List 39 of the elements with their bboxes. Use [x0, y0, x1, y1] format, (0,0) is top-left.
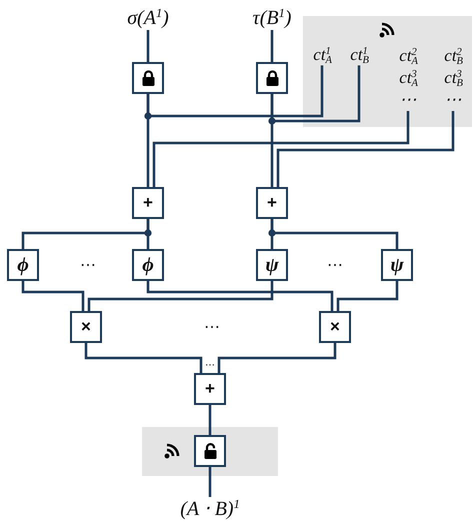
connector-line — [208, 467, 212, 497]
ellipsis: ⋯ — [204, 319, 220, 335]
function-box: ψ — [256, 249, 288, 281]
connector-line — [270, 30, 274, 62]
connector-line — [336, 281, 398, 311]
process-box — [132, 62, 164, 94]
process-box — [256, 62, 288, 94]
operator-box: + — [194, 373, 226, 405]
connector-line — [88, 281, 274, 311]
shaded-panel — [142, 427, 278, 476]
ellipsis: ⋯ — [205, 361, 215, 371]
function-box: ψ — [381, 249, 413, 281]
function-box: ϕ — [7, 249, 39, 281]
connector-line — [270, 94, 274, 187]
input-label: σ(A$^{1}$) — [127, 6, 169, 30]
connector-line — [218, 343, 336, 373]
ellipsis: ⋯ — [327, 257, 343, 273]
ellipsis: ⋯ — [400, 89, 416, 111]
process-box — [194, 435, 226, 467]
connector-line — [146, 219, 150, 249]
input-label: τ(B$^{1}$) — [252, 6, 292, 30]
connector-line — [276, 111, 454, 187]
connector-line — [152, 111, 410, 187]
shaded-panel — [303, 16, 472, 127]
operator-box: × — [70, 311, 102, 343]
operator-box: × — [319, 311, 351, 343]
ellipsis: ⋯ — [80, 257, 96, 273]
ellipsis: ⋯ — [444, 89, 462, 111]
connector-line — [22, 281, 84, 311]
connector-line — [146, 281, 334, 311]
function-box: ϕ — [132, 249, 164, 281]
connector-line — [146, 94, 150, 187]
operator-box: + — [256, 187, 288, 219]
connector-line — [146, 30, 150, 62]
connector-line — [208, 405, 212, 435]
connector-line — [270, 219, 398, 249]
connector-line — [84, 343, 202, 373]
operator-box: + — [132, 187, 164, 219]
output-label: (A ⋅ B)$^{1}$ — [180, 497, 240, 521]
